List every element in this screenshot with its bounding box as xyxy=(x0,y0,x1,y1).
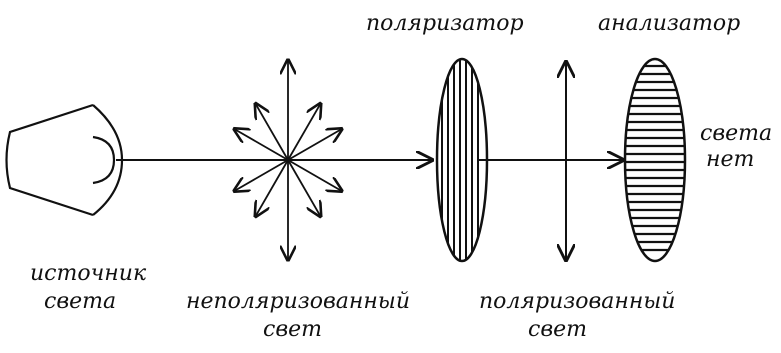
lamp-body xyxy=(7,105,94,215)
polarized-label-line2: свет xyxy=(528,318,587,341)
polarized-label-line1: поляризованный xyxy=(479,290,675,313)
no-light-label-line1: света xyxy=(700,122,772,145)
light-source-lamp xyxy=(7,105,123,215)
no-light-label-line2: нет xyxy=(706,148,754,171)
analyzer-filter xyxy=(620,59,690,261)
analyzer-label: анализатор xyxy=(598,12,740,35)
polarizer-label: поляризатор xyxy=(366,12,524,35)
source-label-line1: источник xyxy=(30,262,146,285)
source-label-line2: света xyxy=(44,290,116,313)
lamp-bulb xyxy=(93,137,114,183)
unpolarized-label-line2: свет xyxy=(263,318,322,341)
unpolarized-label-line1: неполяризованный xyxy=(186,290,410,313)
